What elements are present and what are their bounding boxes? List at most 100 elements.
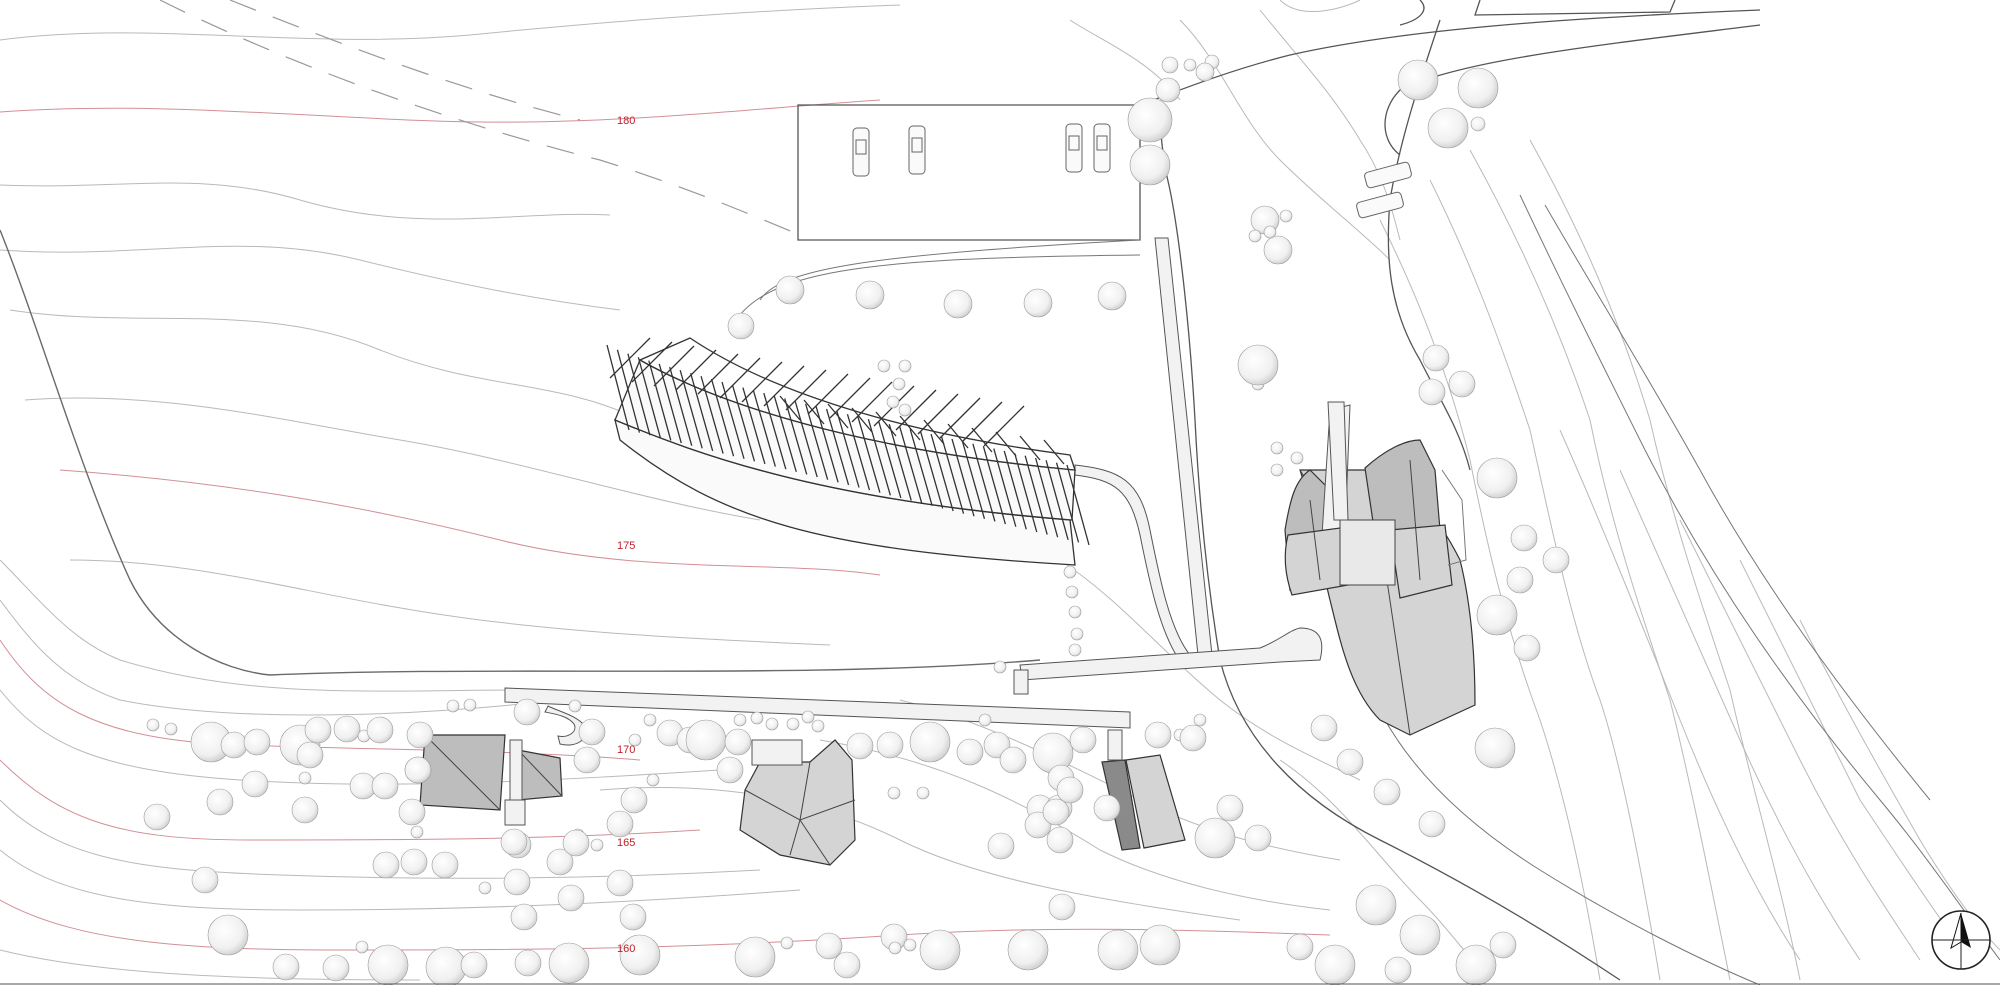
pergola-slat xyxy=(983,405,1025,447)
pergola-slat xyxy=(982,446,1006,525)
tree xyxy=(1097,929,1139,971)
elevation-label-180: 180 xyxy=(617,115,635,127)
tree xyxy=(876,731,904,759)
tree xyxy=(578,718,606,746)
contour-160 xyxy=(0,899,1331,951)
tree xyxy=(1476,457,1518,499)
pergola-slat xyxy=(930,433,954,512)
tree xyxy=(510,903,538,931)
tree xyxy=(1373,778,1401,806)
tree xyxy=(562,829,590,857)
tree xyxy=(1270,463,1284,477)
tree xyxy=(855,280,885,310)
tree xyxy=(815,932,843,960)
tree xyxy=(619,903,647,931)
tree xyxy=(243,728,271,756)
tree xyxy=(1194,817,1236,859)
contour-180 xyxy=(0,99,881,123)
walkways xyxy=(504,237,1323,746)
pergola-slat xyxy=(1035,457,1059,538)
tree xyxy=(500,828,528,856)
tree xyxy=(619,934,661,976)
pergola-slat xyxy=(923,419,945,445)
car xyxy=(908,125,926,175)
pergola-slat xyxy=(951,438,975,517)
tree xyxy=(400,848,428,876)
pergola-slat xyxy=(616,349,641,433)
tree xyxy=(1139,924,1181,966)
tree xyxy=(298,771,312,785)
tree xyxy=(146,718,160,732)
tree xyxy=(833,951,861,979)
pergola-slat xyxy=(773,395,797,472)
trees xyxy=(143,54,1570,985)
pergola-slat xyxy=(648,360,672,441)
tree xyxy=(750,711,764,725)
pergola-slat xyxy=(836,411,860,488)
tree xyxy=(406,721,434,749)
tree xyxy=(296,741,324,769)
pergola-slat xyxy=(920,431,944,509)
tree xyxy=(1476,594,1518,636)
tree xyxy=(1510,524,1538,552)
pergola-slat xyxy=(697,353,739,395)
tree xyxy=(1418,810,1446,838)
tree xyxy=(1056,776,1084,804)
car xyxy=(852,127,870,177)
pergola-slat xyxy=(609,337,651,379)
tree xyxy=(410,825,424,839)
pergola-slat xyxy=(1045,460,1069,540)
tree xyxy=(1457,67,1499,109)
tree xyxy=(207,914,249,956)
tree xyxy=(514,949,542,977)
tree xyxy=(1418,378,1446,406)
tree xyxy=(1263,235,1293,265)
pergola-slat xyxy=(606,344,630,431)
tree xyxy=(727,312,755,340)
tree xyxy=(191,866,219,894)
cabin-center xyxy=(739,739,856,866)
tree xyxy=(1455,944,1497,985)
pergola-slat xyxy=(752,390,776,467)
tree xyxy=(1397,59,1439,101)
pergola-slat xyxy=(805,403,829,480)
tree xyxy=(1161,56,1179,74)
pergola-slat xyxy=(763,365,805,407)
tree xyxy=(724,728,752,756)
pergola-slat xyxy=(939,397,981,439)
tree xyxy=(903,938,917,952)
tree xyxy=(1127,97,1173,143)
tree xyxy=(1399,914,1441,956)
tree xyxy=(546,848,574,876)
pergola-slat xyxy=(1043,439,1065,465)
pergola-slat xyxy=(895,389,937,431)
car xyxy=(1364,161,1412,189)
tree xyxy=(1237,344,1279,386)
elevation-label-175: 175 xyxy=(617,540,635,552)
tree xyxy=(643,713,657,727)
elevation-labels: 180 175 170 165 160 xyxy=(617,115,635,955)
tree xyxy=(557,884,585,912)
pergola-slat xyxy=(827,403,849,429)
tree xyxy=(322,954,350,982)
tree xyxy=(1448,370,1476,398)
tree xyxy=(1310,714,1338,742)
pergola-slat xyxy=(803,399,825,425)
tree xyxy=(425,946,467,985)
elevation-label-160: 160 xyxy=(617,943,635,955)
parking-lot xyxy=(852,123,1412,219)
pergola-slat xyxy=(851,407,873,433)
tree xyxy=(1286,933,1314,961)
tree xyxy=(1007,929,1049,971)
tree xyxy=(780,936,794,950)
pergola-slat xyxy=(690,372,714,452)
pergola-slat xyxy=(731,384,756,462)
pergola-slat xyxy=(742,387,766,465)
tree xyxy=(1144,721,1172,749)
tree xyxy=(367,944,409,985)
tree xyxy=(716,756,744,784)
tree xyxy=(1093,794,1121,822)
tree xyxy=(1470,116,1486,132)
tree xyxy=(1290,451,1304,465)
tree xyxy=(431,851,459,879)
